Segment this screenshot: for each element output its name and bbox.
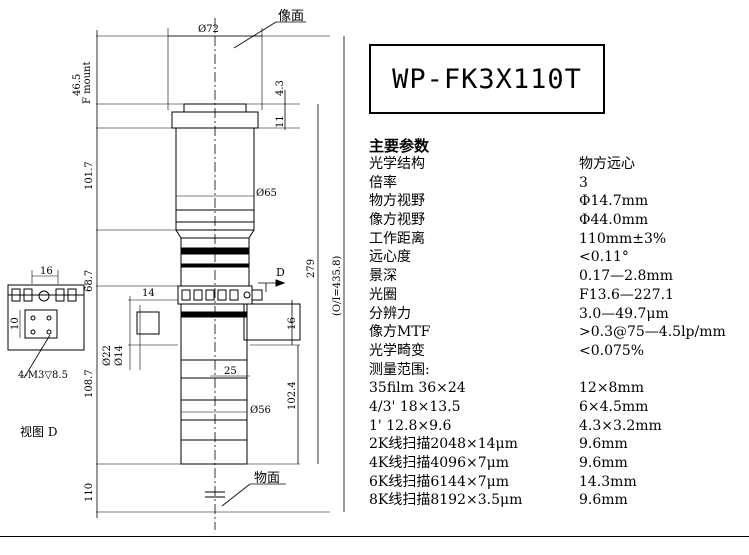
spec-row: 35film 36×24 12×8mm — [369, 379, 745, 398]
spec-key: 4/3' 18×13.5 — [369, 398, 461, 415]
dim-total: (O/I=435.8) — [332, 256, 343, 316]
spec-value: Φ44.0mm — [579, 212, 649, 229]
dim-108-7: 108.7 — [84, 369, 95, 398]
spec-row: 2K线扫描2048×14μm 9.6mm — [369, 435, 745, 454]
spec-row: 物方视野 Φ14.7mm — [369, 192, 745, 211]
spec-key: 1' 12.8×9.6 — [369, 417, 452, 434]
spec-key: 物方视野 — [369, 193, 425, 210]
model-title-box: WP-FK3X110T — [369, 44, 605, 114]
dim-14: 14 — [142, 288, 155, 299]
spec-key: 8K线扫描8192×3.5μm — [369, 492, 523, 509]
spec-value: >0.3@75—4.5lp/mm — [579, 324, 726, 341]
dim-10: 10 — [10, 317, 21, 330]
mount-label: F mount — [82, 61, 93, 104]
dim-11: 11 — [275, 115, 286, 128]
dim-110: 110 — [84, 483, 95, 502]
spec-key: 像方视野 — [369, 212, 425, 229]
dim-d56: Ø56 — [250, 405, 271, 416]
model-name: WP-FK3X110T — [392, 63, 582, 95]
dim-279: 279 — [306, 259, 317, 278]
spec-value: 9.6mm — [579, 455, 628, 471]
spec-key: 分辨力 — [369, 305, 411, 322]
dim-4-3: 4.3 — [275, 80, 286, 96]
spec-key: 倍率 — [369, 174, 397, 191]
dim-25: 25 — [224, 366, 237, 377]
spec-key: 像方MTF — [369, 324, 431, 341]
spec-row: 4K线扫描4096×7μm 9.6mm — [369, 454, 745, 473]
spec-row: 远心度 <0.11° — [369, 248, 745, 267]
spec-row: 8K线扫描8192×3.5μm 9.6mm — [369, 491, 745, 510]
spec-row: 测量范围: — [369, 361, 745, 380]
spec-key: 远心度 — [369, 249, 411, 266]
spec-key: 2K线扫描2048×14μm — [369, 436, 518, 453]
spec-key: 工作距离 — [369, 230, 425, 247]
light-port — [243, 303, 301, 341]
spec-value: 0.17—2.8mm — [579, 268, 673, 285]
spec-row: 光学结构 物方远心 — [369, 155, 745, 174]
dim-d14: Ø14 — [114, 345, 125, 366]
spec-value: 物方远心 — [579, 156, 635, 172]
spec-value: 9.6mm — [579, 492, 628, 509]
spec-heading: 主要参数 — [369, 137, 430, 155]
spec-value: <0.11° — [579, 249, 629, 266]
spec-key: 光圈 — [369, 286, 397, 303]
d-arrow-label: D — [276, 266, 285, 279]
spec-key: 测量范围: — [369, 361, 430, 378]
spec-value: F13.6—227.1 — [579, 286, 674, 303]
dim-46-5: 46.5 — [72, 74, 83, 96]
dim-102-4: 102.4 — [287, 381, 298, 410]
spec-value: 9.6mm — [579, 436, 628, 453]
dim-d22: Ø22 — [102, 345, 113, 366]
dim-16-top: 16 — [40, 266, 53, 277]
upper-barrel — [175, 127, 255, 231]
spec-key: 景深 — [369, 268, 397, 285]
spec-row: 6K线扫描6144×7μm 14.3mm — [369, 473, 745, 492]
spec-row: 光圈 F13.6—227.1 — [369, 286, 745, 305]
spec-key: 光学畸变 — [369, 342, 425, 359]
bottom-divider — [0, 536, 749, 537]
spec-row: 像方视野 Φ44.0mm — [369, 211, 745, 230]
spec-key: 35film 36×24 — [369, 380, 466, 397]
spec-value: 4.3×3.2mm — [579, 417, 662, 434]
spec-row: 4/3' 18×13.5 6×4.5mm — [369, 398, 745, 417]
spec-value — [579, 361, 745, 380]
spec-key: 6K线扫描6144×7μm — [369, 473, 510, 490]
spec-row: 光学畸变 <0.075% — [369, 342, 745, 361]
spec-value: 6×4.5mm — [579, 398, 649, 415]
spec-value: Φ14.7mm — [579, 193, 649, 210]
dim-101-7: 101.7 — [84, 161, 95, 190]
dim-d72: Ø72 — [198, 24, 219, 35]
view-d-detail — [7, 270, 85, 379]
spec-value: <0.075% — [579, 342, 645, 359]
spec-value: 3 — [579, 174, 588, 191]
spec-value: 110mm±3% — [579, 230, 667, 247]
thread-label: 4-M3▽8.5 — [18, 370, 68, 381]
spec-row: 1' 12.8×9.6 4.3×3.2mm — [369, 417, 745, 436]
spec-value: 12×8mm — [579, 380, 645, 397]
spec-row: 分辨力 3.0—49.7μm — [369, 305, 745, 324]
dim-16-side: 16 — [287, 317, 298, 330]
dim-68-7: 68.7 — [84, 270, 95, 292]
spec-key: 4K线扫描4096×7μm — [369, 455, 510, 471]
spec-value: 14.3mm — [579, 473, 637, 490]
image-plane-label: 像面 — [278, 9, 304, 24]
spec-key: 光学结构 — [369, 156, 425, 172]
spec-row: 景深 0.17—2.8mm — [369, 267, 745, 286]
spec-row: 倍率 3 — [369, 174, 745, 193]
spec-row: 像方MTF >0.3@75—4.5lp/mm — [369, 323, 745, 342]
spec-row: 工作距离 110mm±3% — [369, 230, 745, 249]
dim-d65: Ø65 — [256, 188, 277, 199]
spec-value: 3.0—49.7μm — [579, 305, 669, 322]
view-d-label: 视图 D — [20, 424, 57, 439]
object-plane-label: 物面 — [254, 471, 280, 486]
